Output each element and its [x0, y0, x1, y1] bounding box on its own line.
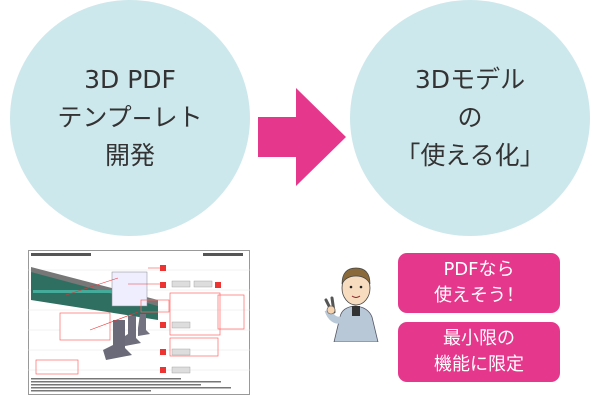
template-development-circle: 3D PDF テンプ−レト 開発: [10, 0, 250, 236]
circle-line: 3D PDF: [84, 65, 176, 94]
circle-line: 「使える化」: [395, 141, 545, 170]
speech-box-line: 機能に限定: [434, 354, 524, 375]
circle-line: 開発: [104, 141, 155, 170]
circle-line: の: [457, 103, 483, 132]
right-arrow-icon: [258, 88, 346, 186]
speech-box-line: PDFなら: [443, 259, 515, 280]
usable-3d-model-circle: 3Dモデル の 「使える化」: [350, 0, 590, 236]
speech-box-line: 使えそう！: [434, 285, 524, 306]
pdf-template-screenshot: [28, 250, 250, 395]
speech-box-minimal-features: 最小限の 機能に限定: [398, 322, 560, 382]
speech-box-pdf-usable: PDFなら 使えそう！: [398, 253, 560, 313]
circle-line: 3Dモデル: [414, 65, 526, 94]
engineer-peace-sign-icon: [324, 267, 379, 342]
circle-line: テンプ−レト: [57, 103, 203, 132]
speech-box-line: 最小限の: [443, 328, 515, 349]
